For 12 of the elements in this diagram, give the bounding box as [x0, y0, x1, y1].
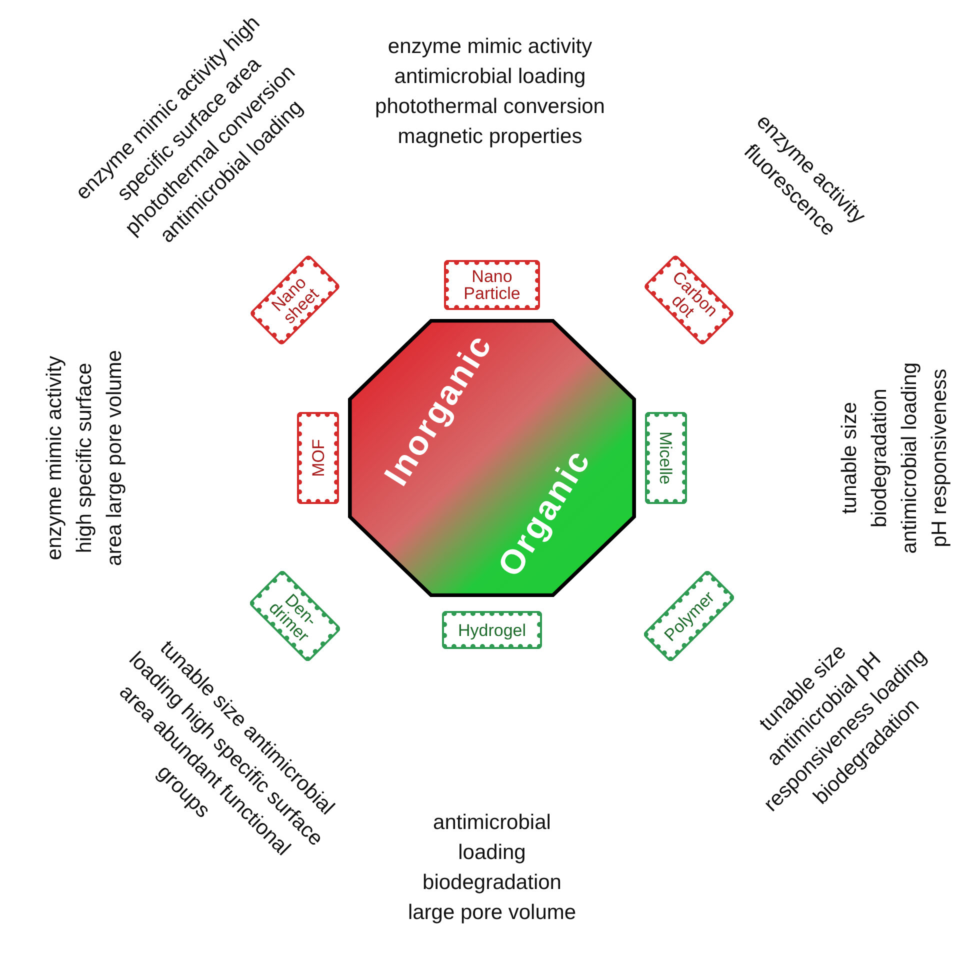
property-list: enzyme mimic activity high specific surface area large pore volume — [40, 340, 130, 576]
material-tag — [442, 611, 542, 649]
material-tag — [444, 260, 540, 310]
tag-label: Nano Particle — [462, 268, 522, 302]
property-list: antimicrobial loading biodegradation large pore volume — [397, 808, 587, 928]
tag-label: MOF — [310, 439, 326, 477]
tag-label: Hydrogel — [458, 622, 526, 638]
property-list: tunable size biodegradation antimicrobial loading pH responsiveness — [835, 350, 955, 566]
material-tag — [297, 412, 339, 504]
material-tag — [645, 412, 687, 504]
property-list: enzyme mimic activity antimicrobial loading photothermal conversion magnetic properties — [350, 32, 630, 152]
tag-label: Micelle — [658, 432, 674, 484]
